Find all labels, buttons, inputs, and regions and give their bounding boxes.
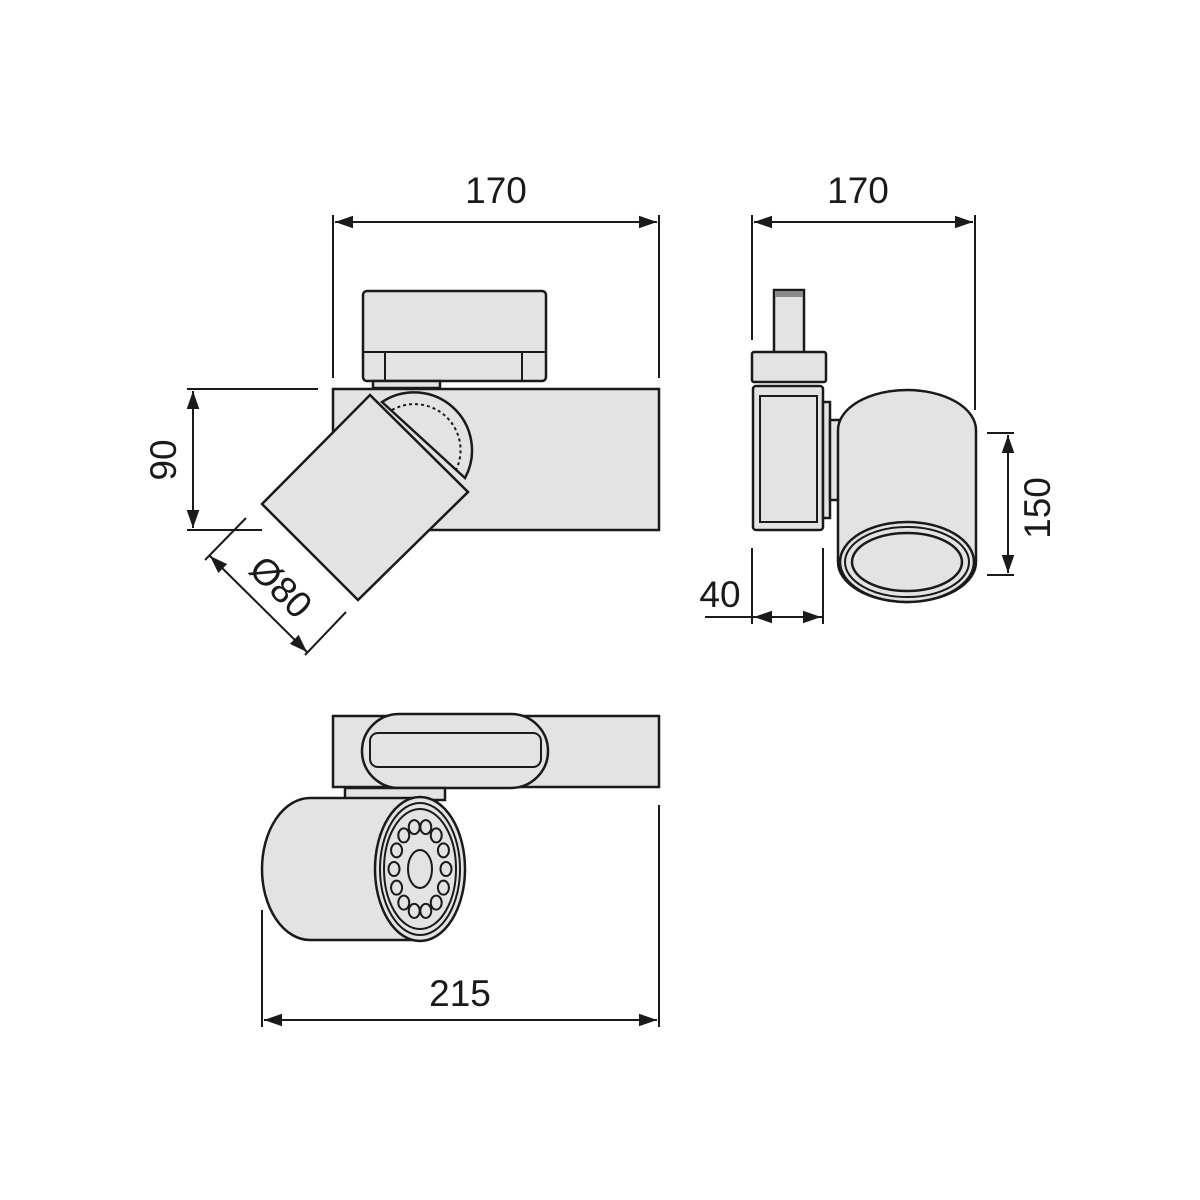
side-body (751, 384, 825, 532)
center-lens (407, 849, 433, 889)
spot-cylinder (260, 393, 470, 602)
top-view: 215 (260, 712, 661, 1027)
led (390, 879, 404, 896)
dimension-label-90: 90 (143, 439, 184, 480)
led (397, 827, 411, 844)
front-bezel (373, 795, 467, 943)
dimension-label-170-side: 170 (827, 170, 889, 211)
dimension-label-diameter: Ø80 (242, 548, 320, 626)
dimension-diameter-80 (209, 555, 308, 653)
led (429, 894, 443, 911)
dimension-label-215: 215 (429, 973, 491, 1014)
dimension-label-40: 40 (699, 574, 740, 615)
dimension-label-170-front: 170 (465, 170, 527, 211)
track-adapter (361, 289, 548, 383)
adapter-top (360, 712, 550, 790)
front-view: 170 90 Ø80 (143, 170, 661, 656)
led (439, 861, 453, 877)
led (436, 842, 450, 859)
side-view: 170 150 40 (699, 170, 1058, 624)
led (419, 819, 433, 836)
led (429, 827, 443, 844)
led (397, 894, 411, 911)
lens (850, 531, 964, 593)
led (436, 879, 450, 896)
led (390, 842, 404, 859)
dimension-label-150: 150 (1017, 477, 1058, 539)
led (407, 902, 421, 919)
tilt-gear (379, 391, 474, 481)
led-ring (387, 819, 453, 919)
led (387, 861, 401, 877)
